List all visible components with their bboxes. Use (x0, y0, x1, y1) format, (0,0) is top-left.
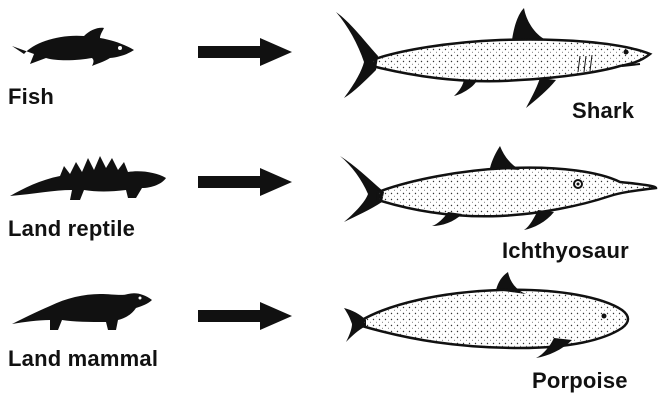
label-land-reptile: Land reptile (8, 216, 135, 242)
right-arrow-icon (198, 302, 292, 330)
label-porpoise: Porpoise (532, 368, 628, 394)
ichthyosaur-drawing (340, 146, 656, 230)
label-shark: Shark (572, 98, 634, 124)
shark-drawing (336, 8, 650, 108)
porpoise-drawing (344, 272, 628, 358)
right-arrow-icon (198, 168, 292, 196)
label-ichthyosaur: Ichthyosaur (502, 238, 629, 264)
right-arrow-icon (198, 38, 292, 66)
label-fish: Fish (8, 84, 54, 110)
label-land-mammal: Land mammal (8, 346, 158, 372)
land-mammal-silhouette-icon (12, 293, 152, 330)
land-reptile-silhouette-icon (10, 156, 166, 200)
fish-silhouette-icon (12, 28, 134, 66)
